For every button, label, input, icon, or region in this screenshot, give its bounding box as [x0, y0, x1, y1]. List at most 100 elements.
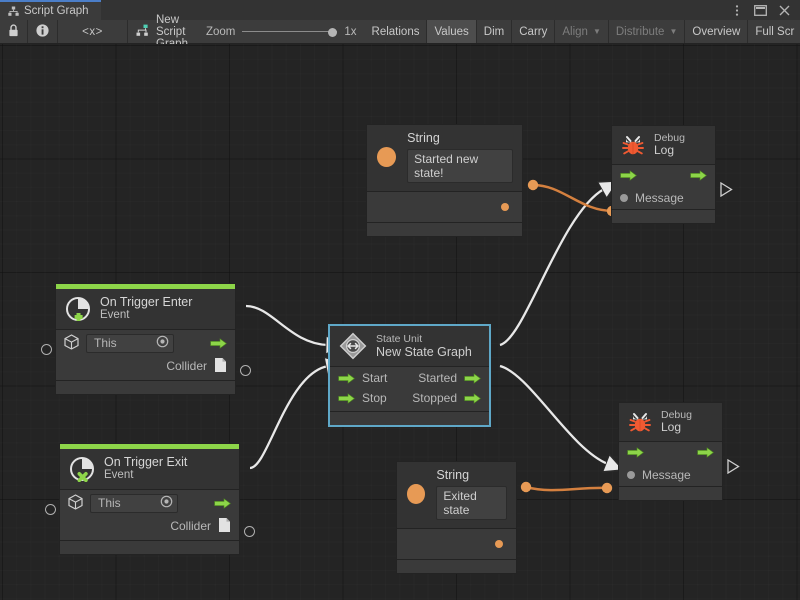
flow-arrow-icon [690, 170, 707, 182]
on-trigger-enter-footer [56, 380, 235, 394]
on-trigger-exit-target-row: This [60, 490, 239, 517]
event-accent-bar [56, 284, 235, 289]
trigger-enter-left-value-port[interactable] [41, 344, 52, 355]
toolbar-button-full-screen[interactable]: Full Scr [748, 20, 800, 43]
bug-icon [628, 411, 652, 433]
tab-bar-spacer [101, 0, 730, 20]
target-object-value: This [98, 496, 121, 511]
debug-log-top-title: Debug [654, 132, 685, 144]
state-unit-icon [339, 332, 367, 360]
value-output-port[interactable] [495, 539, 503, 548]
toolbar-button-carry[interactable]: Carry [512, 20, 556, 43]
trigger-exit-left-value-port[interactable] [45, 504, 56, 515]
collider-label: Collider [170, 519, 211, 534]
debug-log-bottom-subtitle: Log [661, 420, 682, 435]
kebab-menu-icon[interactable] [730, 3, 743, 17]
graph-icon [8, 6, 19, 17]
on-trigger-exit-footer [60, 540, 239, 554]
string-top-value[interactable]: Started new state! [407, 148, 513, 183]
toolbar-button-dim[interactable]: Dim [477, 20, 513, 43]
zoom-slider[interactable] [242, 25, 338, 39]
target-object-field[interactable]: This [86, 333, 174, 353]
debug-log-top-header: Debug Log [612, 126, 715, 165]
flow-output-port[interactable] [690, 170, 707, 182]
state-unit-stopped-label: Stopped [412, 391, 457, 405]
flow-arrow-icon [697, 447, 714, 459]
string-bottom-footer [397, 559, 516, 573]
debug-log-top-message-label: Message [635, 190, 684, 205]
node-string-bottom[interactable]: String Exited state [396, 461, 517, 574]
debug-log-top-body: Message [612, 164, 715, 210]
node-on-trigger-enter[interactable]: On Trigger Enter Event This [55, 283, 236, 395]
state-unit-stopped-output[interactable]: Stopped [412, 391, 481, 405]
event-accent-bar [60, 444, 239, 449]
value-wire-endpoint [601, 482, 613, 494]
toolbar-button-distribute[interactable]: Distribute ▼ [609, 20, 686, 43]
toolbar-button-values[interactable]: Values [427, 20, 477, 43]
node-state-unit[interactable]: State Unit New State Graph Start Started [329, 325, 490, 426]
debug-log-bottom-flow-output-arrow[interactable] [727, 459, 740, 474]
zoom-slider-knob[interactable] [328, 27, 338, 37]
on-trigger-exit-title: On Trigger Exit [104, 455, 188, 469]
message-input-port[interactable] [627, 470, 635, 479]
flow-arrow-icon [210, 337, 227, 349]
state-unit-start-input[interactable]: Start [338, 371, 387, 385]
lock-button[interactable] [0, 20, 28, 43]
on-trigger-enter-target-row: This [56, 330, 235, 357]
collider-asset-icon[interactable] [214, 357, 227, 376]
wire-trigger-exit-to-state-stop [249, 366, 328, 470]
toolbar-button-relations[interactable]: Relations [365, 20, 428, 43]
state-unit-title: State Unit [376, 332, 423, 345]
state-unit-footer [330, 412, 489, 425]
debug-log-bottom-header: Debug Log [619, 403, 722, 442]
trigger-enter-flow-output[interactable] [210, 337, 227, 349]
state-unit-header: State Unit New State Graph [330, 326, 489, 367]
zoom-value: 1x [344, 25, 357, 38]
info-icon [36, 23, 49, 40]
flow-arrow-icon [620, 170, 637, 182]
string-bottom-value[interactable]: Exited state [436, 485, 507, 520]
string-top-footer [367, 222, 522, 236]
node-debug-log-top[interactable]: Debug Log [611, 125, 716, 224]
value-output-port[interactable] [501, 202, 509, 211]
state-unit-started-output[interactable]: Started [418, 371, 481, 385]
string-bottom-body [397, 528, 516, 560]
target-object-field[interactable]: This [90, 493, 178, 513]
object-picker-icon[interactable] [160, 495, 173, 511]
trigger-exit-flow-output[interactable] [214, 497, 231, 509]
node-string-top[interactable]: String Started new state! [366, 124, 523, 237]
flow-input-port[interactable] [620, 170, 637, 182]
trigger-enter-collider-output-port[interactable] [240, 365, 251, 376]
toolbar-button-align[interactable]: Align ▼ [555, 20, 609, 43]
toolbar-button-overview[interactable]: Overview [685, 20, 749, 43]
wire-state-stopped-to-debug-log-bottom [499, 364, 608, 464]
flow-input-port[interactable] [627, 447, 644, 459]
graph-name-field[interactable]: New Script Graph [128, 14, 198, 50]
object-picker-icon[interactable] [156, 335, 169, 351]
event-cross-icon [69, 456, 95, 482]
info-button[interactable] [28, 20, 58, 43]
debug-log-bottom-message-row: Message [619, 464, 722, 486]
debug-log-top-flow-output-arrow[interactable] [720, 182, 733, 197]
node-on-trigger-exit[interactable]: On Trigger Exit Event This [59, 443, 240, 555]
trigger-exit-collider-output-port[interactable] [244, 526, 255, 537]
state-unit-stop-input[interactable]: Stop [338, 391, 387, 405]
tab-script-graph[interactable]: Script Graph [0, 0, 101, 20]
close-icon[interactable] [778, 3, 791, 17]
message-input-port[interactable] [620, 193, 628, 202]
collider-asset-icon[interactable] [218, 517, 231, 536]
on-trigger-enter-subtitle: Event [100, 309, 130, 322]
zoom-control[interactable]: Zoom 1x [198, 20, 365, 43]
node-debug-log-bottom[interactable]: Debug Log [618, 402, 723, 501]
flow-arrow-icon [464, 392, 481, 404]
flow-arrow-icon [338, 392, 355, 404]
bug-icon [621, 134, 645, 156]
source-code-button[interactable]: <x> [58, 20, 128, 43]
graph-canvas[interactable]: String Started new state! [0, 44, 800, 600]
flow-output-port[interactable] [697, 447, 714, 459]
wire-string-top-to-message [532, 183, 614, 213]
on-trigger-enter-title: On Trigger Enter [100, 295, 193, 309]
target-object-value: This [94, 336, 117, 351]
maximize-icon[interactable] [754, 3, 767, 17]
